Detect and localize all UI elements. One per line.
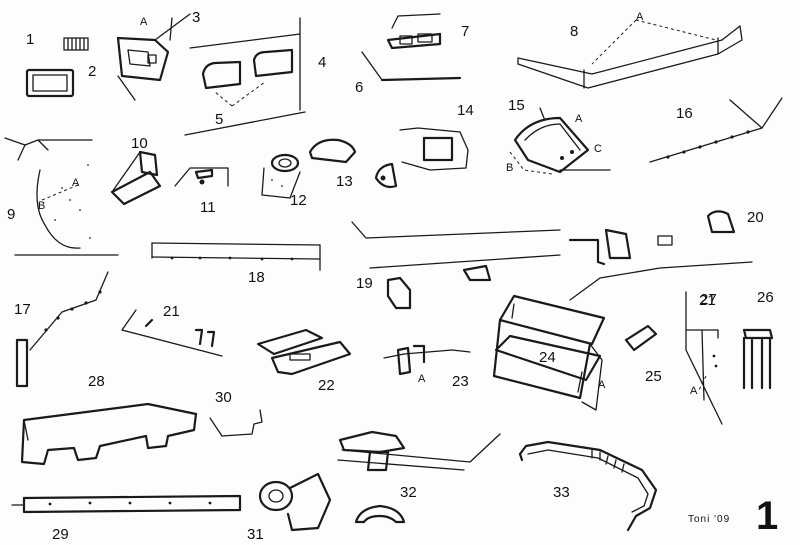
part-4-5-drawing <box>184 17 306 136</box>
label-part-2: 2 <box>88 63 97 80</box>
label-part-31: 31 <box>247 526 264 543</box>
label-part-24: 24 <box>539 349 556 366</box>
callout-b-part-15: B <box>506 162 514 174</box>
label-part-8: 8 <box>570 23 579 40</box>
label-part-18: 18 <box>248 269 265 286</box>
callout-b-part-9: B <box>38 200 46 212</box>
part-24-drawing <box>492 294 606 411</box>
part-31-drawing <box>258 472 332 532</box>
label-part-6: 6 <box>355 79 364 96</box>
part-7-drawing <box>386 13 442 50</box>
part-32-drawing <box>337 430 501 524</box>
label-part-20: 20 <box>747 209 764 226</box>
label-part-21-right: 21 <box>699 292 716 309</box>
part-27-drawing <box>685 291 723 425</box>
label-part-7: 7 <box>461 23 470 40</box>
part-6-drawing <box>361 51 462 82</box>
part-11-drawing <box>174 167 229 187</box>
part-2-drawing <box>25 68 75 98</box>
label-part-5: 5 <box>215 111 224 128</box>
part-29-drawing <box>11 494 242 514</box>
part-26-drawing <box>742 328 774 390</box>
part-22-drawing <box>256 328 352 376</box>
label-part-32: 32 <box>400 484 417 501</box>
callout-a-part-15: A <box>575 113 583 125</box>
label-part-28: 28 <box>88 373 105 390</box>
part-9-drawing <box>4 137 119 256</box>
label-part-22: 22 <box>318 377 335 394</box>
part-20-drawing <box>568 210 736 266</box>
callout-c-part-15: C <box>594 143 602 155</box>
label-part-15: 15 <box>508 97 525 114</box>
part-10-drawing <box>110 150 162 206</box>
label-part-16: 16 <box>676 105 693 122</box>
part-30-drawing <box>209 409 263 437</box>
part-19-drawing <box>351 221 561 310</box>
part-25-drawing <box>569 261 753 352</box>
label-part-13: 13 <box>336 173 353 190</box>
part-17-drawing <box>15 271 109 388</box>
part-8-drawing <box>517 19 743 89</box>
part-16-drawing <box>649 97 783 163</box>
part-12-drawing <box>261 153 301 199</box>
label-part-21-left: 21 <box>163 303 180 320</box>
part-33-drawing <box>518 440 658 532</box>
label-part-11: 11 <box>200 199 216 216</box>
label-part-26: 26 <box>757 289 774 306</box>
part-28-drawing <box>20 402 198 466</box>
label-part-10: 10 <box>131 135 148 152</box>
sheet-number: 1 <box>756 494 779 538</box>
callout-a-part-8: A <box>636 11 644 23</box>
part-14-drawing <box>374 127 469 189</box>
part-1-drawing <box>63 37 89 51</box>
label-part-14: 14 <box>457 102 474 119</box>
callout-a-part-9: A <box>72 177 80 189</box>
label-part-27: 27 <box>700 291 717 308</box>
part-15-drawing <box>509 107 611 175</box>
part-3-drawing <box>116 13 191 101</box>
label-part-4: 4 <box>318 54 327 71</box>
label-part-23: 23 <box>452 373 469 390</box>
callout-a-part-27: A <box>690 385 698 397</box>
label-part-9: 9 <box>7 206 16 223</box>
label-part-33: 33 <box>553 484 570 501</box>
label-part-1: 1 <box>26 31 35 48</box>
label-part-30: 30 <box>215 389 232 406</box>
label-part-17: 17 <box>14 301 31 318</box>
part-13-drawing <box>308 138 357 164</box>
callout-a-part-3: A <box>140 16 148 28</box>
label-part-19: 19 <box>356 275 373 292</box>
label-part-25: 25 <box>645 368 662 385</box>
label-part-3: 3 <box>192 9 201 26</box>
label-part-12: 12 <box>290 192 307 209</box>
callout-a-part-24: A <box>598 379 606 391</box>
part-18-drawing <box>151 242 321 271</box>
part-21-left-drawing <box>121 309 223 357</box>
part-23-drawing <box>383 344 471 376</box>
callout-a-part-23: A <box>418 373 426 385</box>
artist-signature: Toni '09 <box>688 514 731 525</box>
label-part-29: 29 <box>52 526 69 543</box>
